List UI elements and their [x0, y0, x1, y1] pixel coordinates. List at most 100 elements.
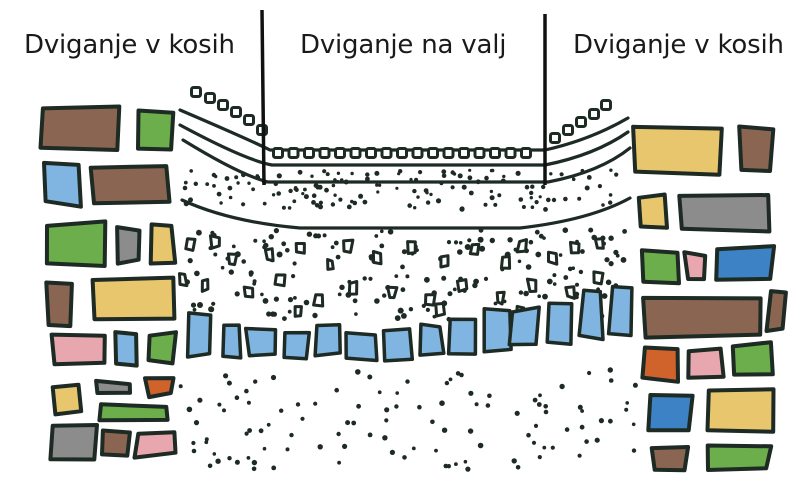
gravel-dot — [263, 202, 267, 206]
gravel-dot — [293, 261, 297, 265]
gravel-dot — [552, 198, 556, 202]
gravel-dot — [609, 169, 612, 172]
gravel-dot — [580, 249, 585, 254]
paving-block — [551, 134, 560, 143]
gravel-dot — [235, 291, 240, 296]
gravel-dot — [191, 441, 195, 445]
gravel-dot — [313, 402, 317, 406]
gravel-dot — [356, 404, 361, 409]
gravel-dot — [281, 241, 286, 246]
wall-stone — [115, 332, 136, 366]
gravel-dot — [454, 462, 458, 466]
gravel-dot — [208, 306, 214, 312]
gravel-dot — [395, 187, 398, 190]
paving-block — [522, 149, 531, 158]
blue-base-stone — [246, 329, 276, 356]
pebble — [265, 249, 273, 261]
gravel-dot — [559, 384, 564, 389]
pebble — [228, 254, 236, 265]
gravel-dot — [211, 302, 215, 306]
gravel-dot — [191, 303, 196, 308]
gravel-dot — [531, 205, 535, 209]
gravel-dot — [334, 388, 339, 393]
gravel-dot — [286, 447, 290, 451]
gravel-dot — [441, 276, 446, 281]
wall-stone — [53, 385, 81, 415]
gravel-dot — [225, 176, 230, 181]
gravel-dot — [345, 420, 350, 425]
gravel-dot — [215, 459, 220, 464]
gravel-dot — [400, 265, 405, 270]
gravel-dot — [368, 277, 372, 281]
gravel-dot — [599, 418, 604, 423]
gravel-dot — [252, 460, 257, 465]
gravel-dot — [468, 428, 473, 433]
gravel-dot — [363, 200, 368, 205]
gravel-dot — [407, 203, 412, 208]
paving-block — [398, 149, 407, 158]
gravel-dot — [384, 407, 389, 412]
gravel-dot — [532, 441, 536, 445]
gravel-dot — [405, 274, 409, 278]
gravel-dot — [584, 439, 589, 444]
blue-base-stone — [420, 324, 444, 355]
left-stone-wall — [41, 107, 177, 460]
gravel-dot — [439, 400, 445, 406]
gravel-dot — [379, 244, 384, 249]
gravel-dot — [490, 190, 493, 193]
gravel-dot — [608, 367, 613, 372]
gravel-dot — [459, 373, 464, 378]
gravel-dot — [563, 227, 569, 233]
paving-block — [444, 149, 453, 158]
gravel-dot — [384, 418, 388, 422]
gravel-dot — [272, 193, 275, 196]
gravel-dot — [493, 203, 497, 207]
gravel-dot — [331, 245, 335, 249]
gravel-dot — [632, 423, 636, 427]
gravel-dot — [228, 186, 233, 191]
gravel-dot — [368, 433, 373, 438]
gravel-dot — [453, 288, 457, 292]
gravel-dot — [276, 191, 281, 196]
pebble — [211, 236, 220, 248]
wall-stone — [639, 195, 667, 228]
wall-stone — [642, 348, 678, 382]
wall-stone — [149, 332, 177, 363]
right-stone-wall — [633, 127, 786, 471]
wall-stone — [138, 111, 173, 150]
gravel-dot — [516, 171, 521, 176]
paving-block — [274, 149, 283, 158]
gravel-dot — [375, 183, 378, 186]
gravel-dot — [354, 312, 358, 316]
gravel-dot — [293, 296, 297, 300]
gravel-dot — [301, 192, 304, 195]
wall-stone — [102, 431, 130, 456]
pebble — [457, 280, 466, 292]
gravel-dot — [193, 308, 197, 312]
gravel-dot — [535, 252, 541, 258]
paving-block — [289, 149, 298, 158]
gravel-dot — [244, 389, 249, 394]
gravel-dot — [390, 450, 395, 455]
gravel-dot — [271, 466, 276, 471]
wall-stone — [652, 447, 688, 470]
gravel-dot — [541, 185, 545, 189]
gravel-dot — [486, 403, 491, 408]
gravel-dot — [442, 173, 447, 178]
gravel-dot — [294, 186, 298, 190]
gravel-dot — [374, 234, 378, 238]
gravel-dot — [572, 177, 576, 181]
paving-block — [320, 149, 329, 158]
gravel-dot — [530, 185, 534, 189]
wall-stone — [767, 291, 786, 331]
blue-base-stone — [484, 309, 511, 352]
gravel-dot — [465, 467, 470, 472]
gravel-dot — [538, 455, 542, 459]
gravel-dot — [542, 294, 548, 300]
gravel-dot — [587, 371, 591, 375]
blue-base-stone — [384, 329, 413, 361]
pebble — [373, 252, 381, 264]
gravel-dot — [462, 185, 467, 190]
gravel-dot — [197, 302, 203, 308]
